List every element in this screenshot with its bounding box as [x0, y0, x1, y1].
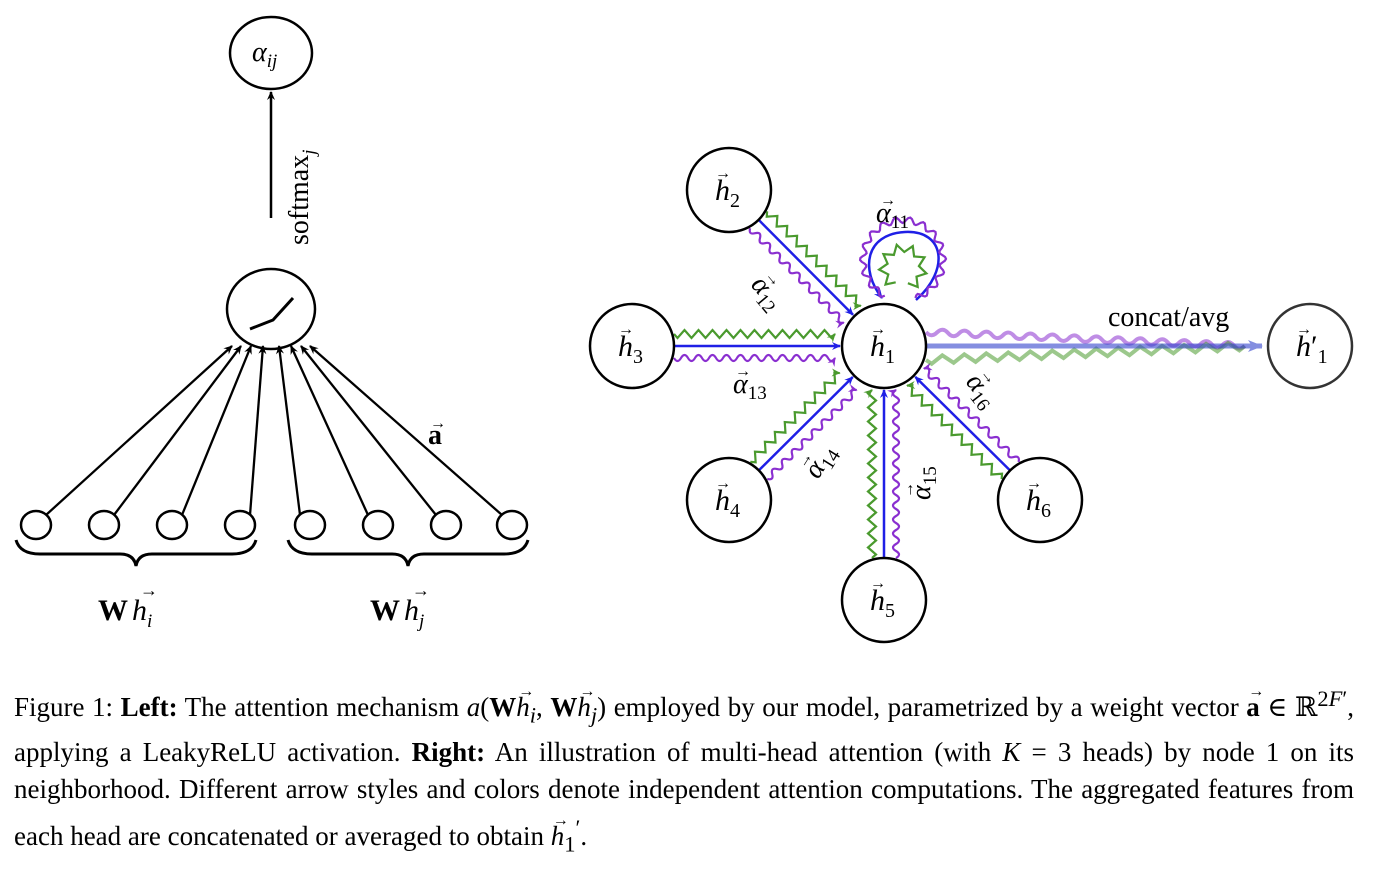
alpha-ij-label: αij [252, 37, 277, 72]
svg-text:→: → [870, 321, 886, 338]
alpha-14-label: α14→ [794, 438, 846, 486]
concat-avg-label: concat/avg [1108, 302, 1229, 333]
leaky-relu-icon [249, 296, 295, 331]
node-h1 [840, 302, 928, 390]
svg-text:→: → [715, 475, 731, 492]
edge-head-1 [757, 376, 854, 472]
svg-text:→: → [735, 363, 751, 380]
input-node [19, 509, 53, 541]
node-h1-prime [1266, 302, 1354, 390]
caption-text: employed by our model, parametrized by a… [613, 692, 1239, 722]
svg-text:→: → [715, 165, 731, 182]
caption-right-label: Right: [411, 736, 486, 767]
alpha-12-label: α12→ [742, 267, 790, 318]
svg-text:→: → [794, 449, 817, 472]
leaky-relu-node [225, 267, 317, 351]
node-h5-label: h5 [870, 584, 895, 622]
caption-text: . [580, 820, 588, 851]
node-h6 [996, 456, 1084, 544]
edge-head-1 [914, 376, 1011, 472]
brace-left [14, 539, 258, 567]
svg-text:→: → [618, 321, 634, 338]
node-h2 [685, 146, 773, 234]
brace-right [286, 539, 530, 567]
alpha-ij-node [228, 15, 314, 91]
edge-head-3 [748, 227, 845, 329]
caption-text: , applying a LeakyReLU activation. [14, 692, 1354, 767]
weight-vector-label: a [428, 420, 442, 451]
input-node [223, 509, 257, 541]
node-h3 [588, 302, 676, 390]
alpha-13-label: α13→ [733, 363, 767, 404]
edge-head-3 [922, 362, 1020, 463]
caption-text: The attention mechanism [184, 692, 460, 722]
svg-text:→: → [1026, 475, 1042, 492]
svg-text:Whi: Whi [98, 594, 152, 632]
input-arrow [45, 345, 233, 516]
node-h4 [685, 456, 773, 544]
graph-nodes: h1→h2→h3→h4→h5→h6→h′1→ [588, 146, 1354, 644]
caption-text: = 3 heads) by node 1 on its neighborhood… [14, 736, 1355, 851]
vector-arrow-icon: → [430, 415, 446, 432]
input-arrow [300, 345, 437, 516]
edge-head-2 [673, 328, 836, 343]
edge-head-3 [766, 384, 858, 481]
input-arrow [113, 345, 242, 516]
node-h5 [840, 556, 928, 644]
input-node [495, 509, 529, 541]
svg-text:→: → [900, 482, 917, 498]
input-node [155, 509, 189, 541]
figure-caption: Figure 1: Left: The attention mechanism … [14, 673, 1355, 863]
input-arrow [289, 345, 370, 516]
edge-head-2 [750, 368, 841, 464]
right-multihead-diagram: α11 → concat/avg h1→h2→h3→h4→h5→h6→h′1→ … [588, 146, 1354, 644]
softmax-label: softmaxj [284, 150, 320, 246]
input-arrow [248, 345, 267, 516]
caption-left-label: Left: [120, 692, 178, 722]
input-arrow [180, 345, 253, 516]
svg-text:→: → [412, 580, 430, 600]
input-node [429, 509, 463, 541]
svg-text:→: → [140, 580, 158, 600]
svg-text:→: → [880, 192, 896, 209]
alpha-15-label: α15→ [900, 466, 941, 500]
edge-head-2 [765, 211, 862, 311]
svg-text:→: → [870, 575, 886, 592]
svg-text:→: → [1296, 321, 1312, 338]
edge-head-2 [863, 389, 878, 559]
alpha-11-label: α11 [876, 198, 909, 233]
caption-prefix: Figure 1: [14, 692, 114, 722]
edge-head-2 [906, 381, 1004, 480]
caption-math: K [1002, 736, 1021, 767]
input-nodes [19, 345, 529, 541]
input-node [87, 509, 121, 541]
input-arrow [276, 345, 302, 516]
edge-head-3 [673, 353, 836, 367]
self-loop: α11 → [858, 192, 948, 301]
svg-text:Whj: Whj [370, 594, 424, 632]
caption-math: a [466, 692, 481, 722]
edge-head-3 [887, 389, 901, 559]
input-node [293, 509, 327, 541]
attention-edges [673, 211, 1020, 559]
edge-head-1 [757, 218, 854, 316]
caption-text: An illustration of multi-head attention … [494, 736, 992, 767]
aggregation-arrow: concat/avg [924, 302, 1263, 367]
node-h1-label: h1 [870, 330, 895, 368]
input-arrow [309, 345, 503, 516]
input-node [361, 509, 395, 541]
